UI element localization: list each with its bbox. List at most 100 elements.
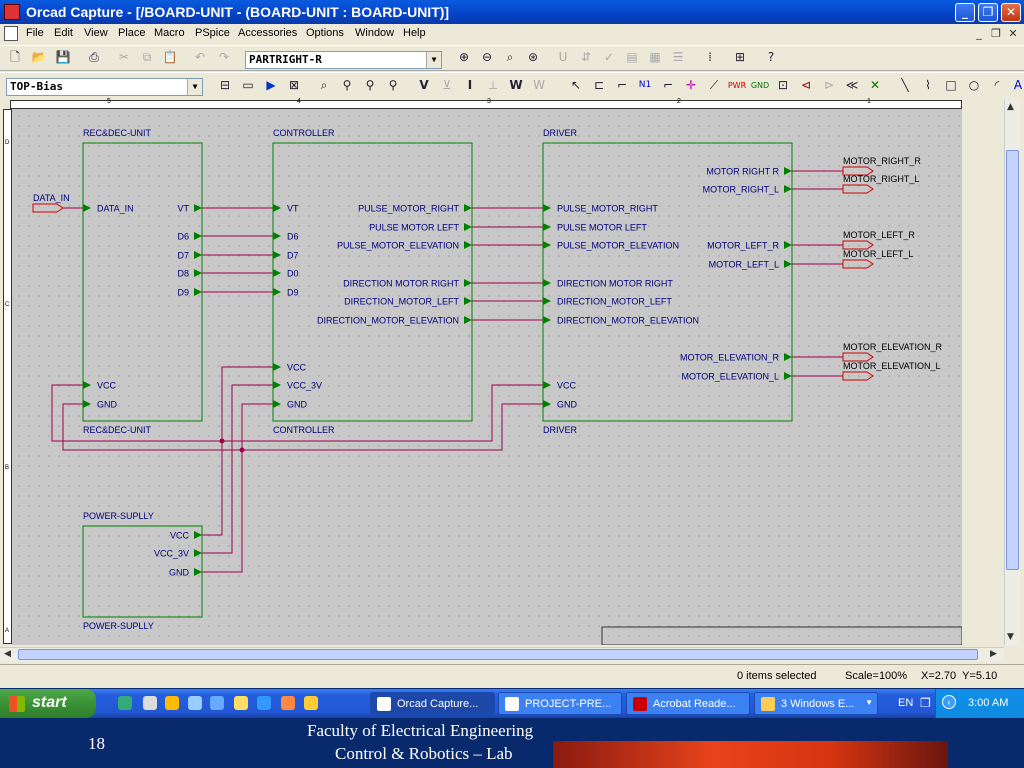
place-text-icon[interactable]: A xyxy=(1013,78,1023,92)
probe-icon[interactable]: ⌕ xyxy=(320,78,328,92)
vertical-scroll-thumb[interactable] xyxy=(1006,150,1019,570)
ie-icon[interactable] xyxy=(257,696,271,710)
language-indicator[interactable]: EN xyxy=(898,697,914,709)
probe-voltage-icon[interactable]: ⚲ xyxy=(365,78,375,92)
menu-pspice[interactable]: PSpice xyxy=(195,27,230,39)
place-bus-icon[interactable]: ⌐ xyxy=(662,78,674,92)
place-power-icon[interactable]: PWR xyxy=(727,81,747,90)
mdi-restore-icon[interactable]: ❐ xyxy=(991,27,1001,40)
quicklaunch-icon[interactable] xyxy=(210,696,224,710)
cut-icon[interactable]: ✂ xyxy=(118,50,130,64)
back-annotate-icon[interactable]: ⇵ xyxy=(580,50,592,64)
quicklaunch-icon[interactable] xyxy=(304,696,318,710)
power-marker-icon[interactable]: W xyxy=(509,78,523,92)
hier-blocks[interactable] xyxy=(32,142,874,618)
place-net-alias-icon[interactable]: N1 xyxy=(638,80,652,90)
task-acrobat[interactable]: Acrobat Reade... xyxy=(626,692,750,715)
voltage-marker-icon[interactable]: V xyxy=(419,78,429,92)
quicklaunch-icon[interactable] xyxy=(234,696,248,710)
diff-marker-icon[interactable]: ⊻ xyxy=(442,78,452,92)
snap-grid-icon[interactable]: ⁞ xyxy=(708,50,712,64)
place-hier-port-icon[interactable]: ⊲ xyxy=(800,78,812,92)
place-bus-entry-icon[interactable]: ⟋ xyxy=(709,78,719,92)
schematic-drawing[interactable]: REC&DEC-UNITREC&DEC-UNITDATA_INVCCGNDVTD… xyxy=(12,109,962,645)
bias-power-icon[interactable]: W xyxy=(533,78,545,92)
open-icon[interactable]: 📂 xyxy=(31,50,47,64)
menu-accessories[interactable]: Accessories xyxy=(238,27,298,39)
place-net-icon[interactable]: ⊟ xyxy=(219,78,231,92)
restore-icon[interactable]: ❐ xyxy=(920,696,931,710)
place-line-icon[interactable]: ╲ xyxy=(901,78,909,92)
zoom-in-icon[interactable]: ⊕ xyxy=(458,50,470,64)
horizontal-scroll-thumb[interactable] xyxy=(18,649,978,660)
document-icon[interactable] xyxy=(4,26,18,41)
chevron-down-icon[interactable]: ▼ xyxy=(426,52,441,68)
menu-edit[interactable]: Edit xyxy=(54,27,73,39)
mdi-close-icon[interactable]: ✕ xyxy=(1008,27,1018,40)
zoom-all-icon[interactable]: ⊛ xyxy=(527,50,539,64)
scroll-down-icon[interactable]: ▼ xyxy=(1007,632,1014,642)
wires[interactable] xyxy=(51,170,843,573)
quicklaunch-icon[interactable] xyxy=(143,696,157,710)
cross-ref-icon[interactable]: ▦ xyxy=(649,50,661,64)
quicklaunch-icon[interactable] xyxy=(165,696,179,710)
help-icon[interactable]: ? xyxy=(767,50,775,64)
probe-current-icon[interactable]: ⚲ xyxy=(388,78,398,92)
scroll-left-icon[interactable]: ◀ xyxy=(4,649,11,659)
undo-icon[interactable]: ↶ xyxy=(194,50,206,64)
quicklaunch-icon[interactable] xyxy=(188,696,202,710)
select-pointer-icon[interactable]: ↖ xyxy=(570,78,582,92)
place-ground-icon[interactable]: GND xyxy=(750,81,770,90)
scroll-right-icon[interactable]: ▶ xyxy=(990,649,997,659)
place-arc-icon[interactable]: ◜ xyxy=(994,78,1000,92)
chevron-down-icon[interactable]: ▼ xyxy=(865,698,873,707)
place-hier-pin-icon[interactable]: ⊳ xyxy=(823,78,835,92)
vertical-scrollbar[interactable]: ▲ ▼ xyxy=(1004,100,1020,645)
show-hidden-icon[interactable]: ‹ xyxy=(942,695,956,709)
new-icon[interactable]: 🗋 xyxy=(10,50,20,64)
place-block-icon[interactable]: ▭ xyxy=(242,78,254,92)
scroll-up-icon[interactable]: ▲ xyxy=(1007,102,1014,112)
orcad-app-icon[interactable] xyxy=(4,4,20,20)
minimize-button[interactable]: _ xyxy=(955,3,975,22)
place-hier-block-icon[interactable]: ⊡ xyxy=(777,78,789,92)
save-icon[interactable]: 💾 xyxy=(55,50,71,64)
task-explorer[interactable]: 3 Windows E...▼ xyxy=(754,692,878,715)
mdi-minimize-icon[interactable]: _ xyxy=(976,27,982,40)
probe-multi-icon[interactable]: ⚲ xyxy=(342,78,352,92)
menu-macro[interactable]: Macro xyxy=(154,27,185,39)
zoom-out-icon[interactable]: ⊖ xyxy=(481,50,493,64)
drc-icon[interactable]: ✓ xyxy=(603,50,615,64)
menu-options[interactable]: Options xyxy=(306,27,344,39)
menu-help[interactable]: Help xyxy=(403,27,426,39)
redo-icon[interactable]: ↷ xyxy=(218,50,230,64)
place-junction-icon[interactable]: ✛ xyxy=(685,78,697,92)
place-ellipse-icon[interactable]: ○ xyxy=(968,78,980,92)
start-button[interactable]: start xyxy=(0,689,96,718)
part-combo[interactable]: PARTRIGHT-R▼ xyxy=(245,51,442,69)
restore-button[interactable]: ❐ xyxy=(978,3,998,22)
print-icon[interactable]: ⎙ xyxy=(89,50,99,64)
clock[interactable]: 3:00 AM xyxy=(968,697,1009,709)
paste-icon[interactable]: 📋 xyxy=(162,50,178,64)
title-bar[interactable]: Orcad Capture - [/BOARD-UNIT - (BOARD-UN… xyxy=(0,0,1024,24)
project-manager-icon[interactable]: ⊞ xyxy=(734,50,746,64)
menu-view[interactable]: View xyxy=(84,27,108,39)
layer-combo[interactable]: TOP-Bias▼ xyxy=(6,78,203,96)
place-part-icon[interactable]: ⊏ xyxy=(593,78,605,92)
task-orcad[interactable]: Orcad Capture... xyxy=(370,692,495,715)
zoom-area-icon[interactable]: ⌕ xyxy=(506,50,514,64)
netlist-icon[interactable]: ▤ xyxy=(626,50,638,64)
quicklaunch-icon[interactable] xyxy=(118,696,132,710)
place-rectangle-icon[interactable]: □ xyxy=(945,78,957,92)
annotate-icon[interactable]: U xyxy=(558,50,568,64)
quicklaunch-icon[interactable] xyxy=(281,696,295,710)
chevron-down-icon[interactable]: ▼ xyxy=(187,79,202,95)
place-no-connect-icon[interactable]: ✕ xyxy=(869,78,881,92)
task-word[interactable]: PROJECT-PRE... xyxy=(498,692,622,715)
place-offpage-icon[interactable]: ≪ xyxy=(845,78,859,92)
copy-icon[interactable]: ⧉ xyxy=(142,50,152,64)
horizontal-scrollbar[interactable]: ◀ ▶ xyxy=(0,647,1004,661)
bom-icon[interactable]: ☰ xyxy=(672,50,684,64)
